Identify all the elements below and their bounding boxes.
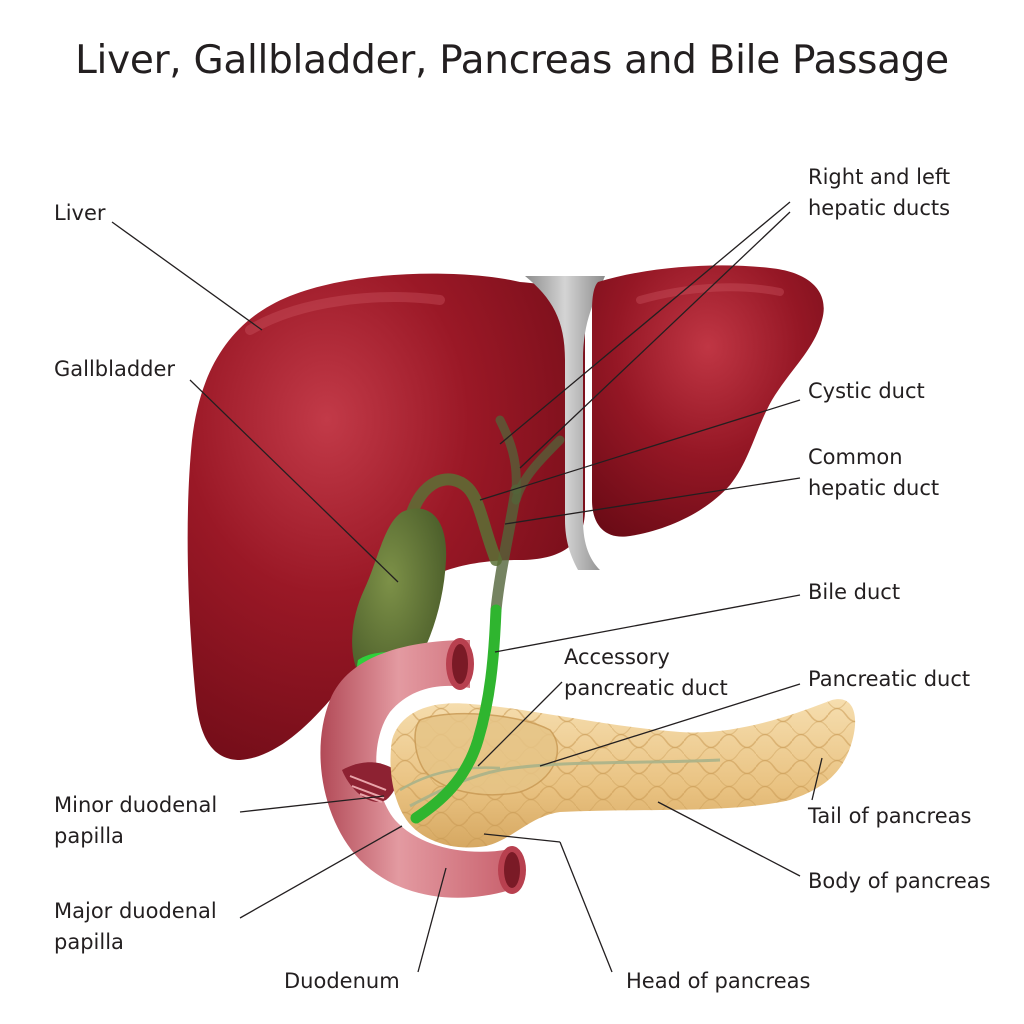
- label-duodenum: Duodenum: [284, 969, 400, 993]
- label-bile-duct: Bile duct: [808, 580, 901, 604]
- label-cystic-duct: Cystic duct: [808, 379, 925, 403]
- label-liver: Liver: [54, 201, 106, 225]
- common-hepatic-duct: [490, 484, 522, 616]
- duodenum: [320, 640, 516, 898]
- accessory-pancreatic-duct: [399, 766, 501, 792]
- liver-left-lobe: [592, 265, 824, 537]
- label-tail-of-pancreas: Tail of pancreas: [808, 804, 972, 828]
- label-head-of-pancreas: Head of pancreas: [626, 969, 811, 993]
- label-major-duodenal-papilla: Major duodenal papilla: [54, 899, 217, 954]
- right-hepatic-duct: [495, 415, 521, 495]
- cystic-duct: [404, 473, 502, 566]
- label-gallbladder: Gallbladder: [54, 357, 176, 381]
- label-accessory-pancreatic-duct: Accessory pancreatic duct: [564, 645, 728, 700]
- gallbladder: [352, 508, 447, 688]
- leader-lines: [111, 201, 823, 973]
- label-pancreatic-duct: Pancreatic duct: [808, 667, 971, 691]
- falciform-ligament: [525, 276, 605, 570]
- label-common-hepatic-duct: Common hepatic duct: [808, 445, 940, 500]
- liver-right-lobe: [187, 273, 585, 760]
- label-body-of-pancreas: Body of pancreas: [808, 869, 991, 893]
- label-minor-duodenal-papilla: Minor duodenal papilla: [54, 793, 218, 848]
- page-title: Liver, Gallbladder, Pancreas and Bile Pa…: [75, 38, 949, 83]
- bile-duct: [410, 604, 502, 824]
- label-right-left-hepatic-ducts: Right and left hepatic ducts: [808, 165, 951, 220]
